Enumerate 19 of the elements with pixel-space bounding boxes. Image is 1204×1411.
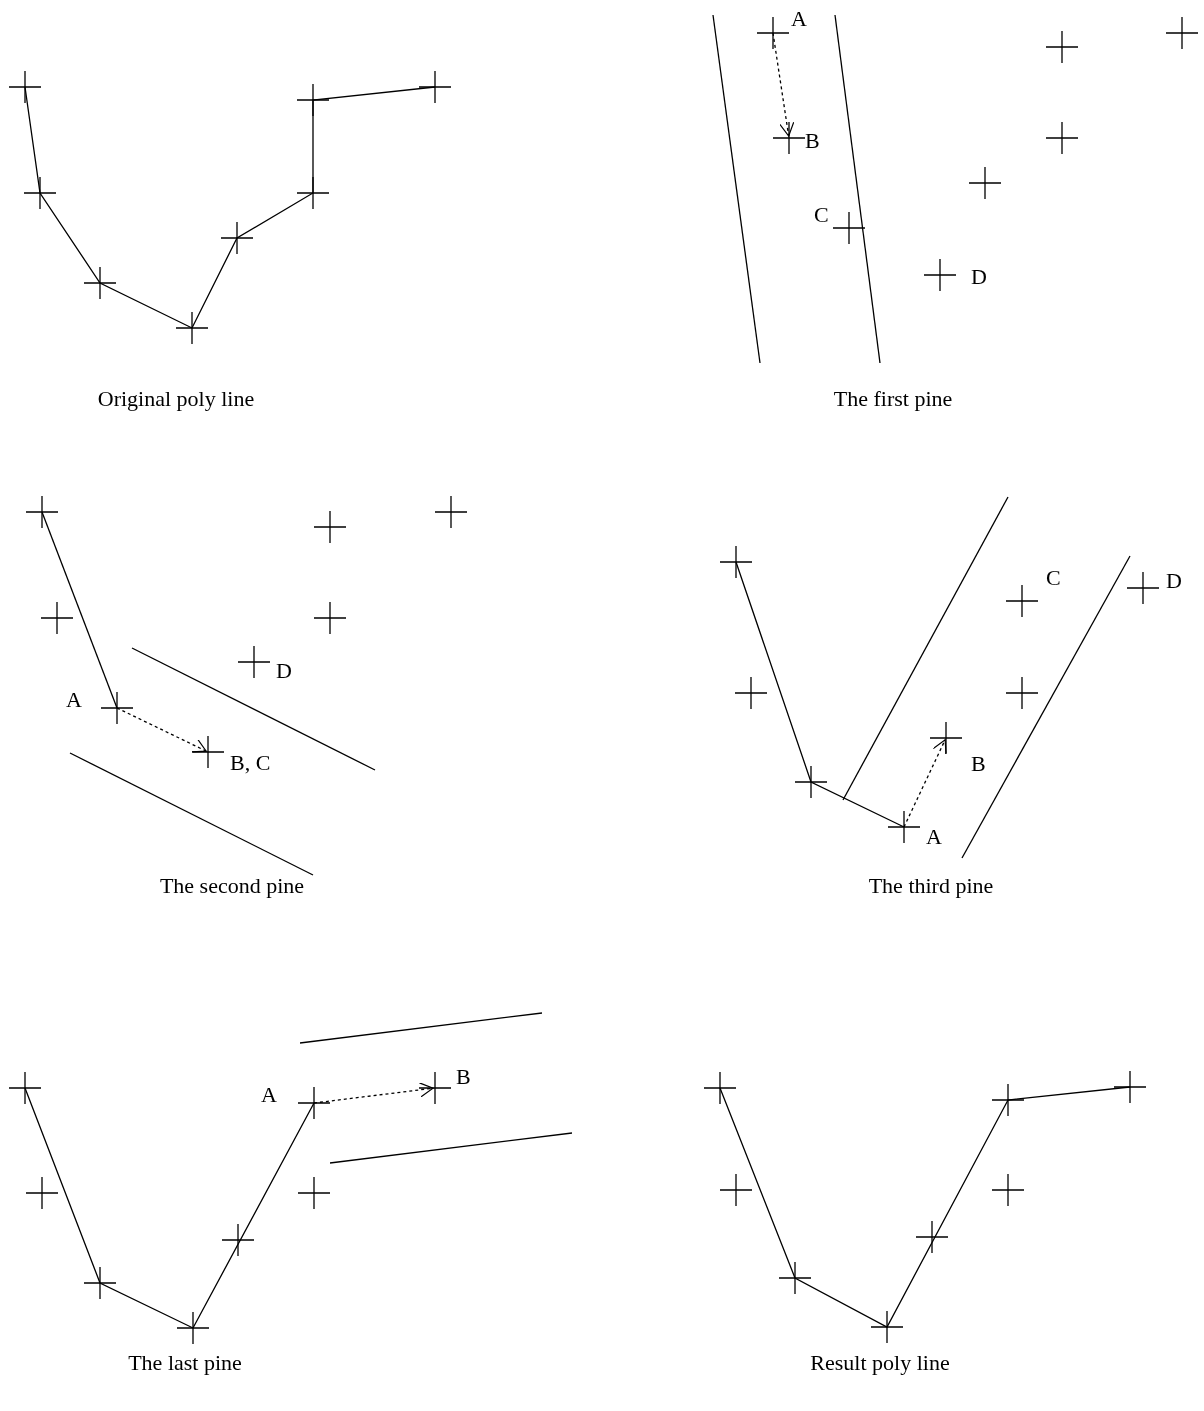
panel-caption: The first pine (833, 388, 953, 410)
panel-caption: Result poly line (810, 1352, 950, 1374)
point-label: C (1046, 567, 1061, 589)
point-label: B (971, 753, 986, 775)
panel-caption: Original poly line (97, 388, 255, 410)
point-label: D (1166, 570, 1182, 592)
point-label: B, C (230, 752, 271, 774)
point-label: B (805, 130, 820, 152)
point-label: B (456, 1066, 471, 1088)
point-label: A (791, 8, 807, 30)
point-label: D (276, 660, 292, 682)
point-label: C (814, 204, 829, 226)
point-label: A (261, 1084, 277, 1106)
point-label: D (971, 266, 987, 288)
panel-caption: The second pine (159, 875, 305, 897)
point-label: A (66, 689, 82, 711)
panel-caption: The third pine (868, 875, 994, 897)
panel-caption: The last pine (128, 1352, 242, 1374)
point-label: A (926, 826, 942, 848)
